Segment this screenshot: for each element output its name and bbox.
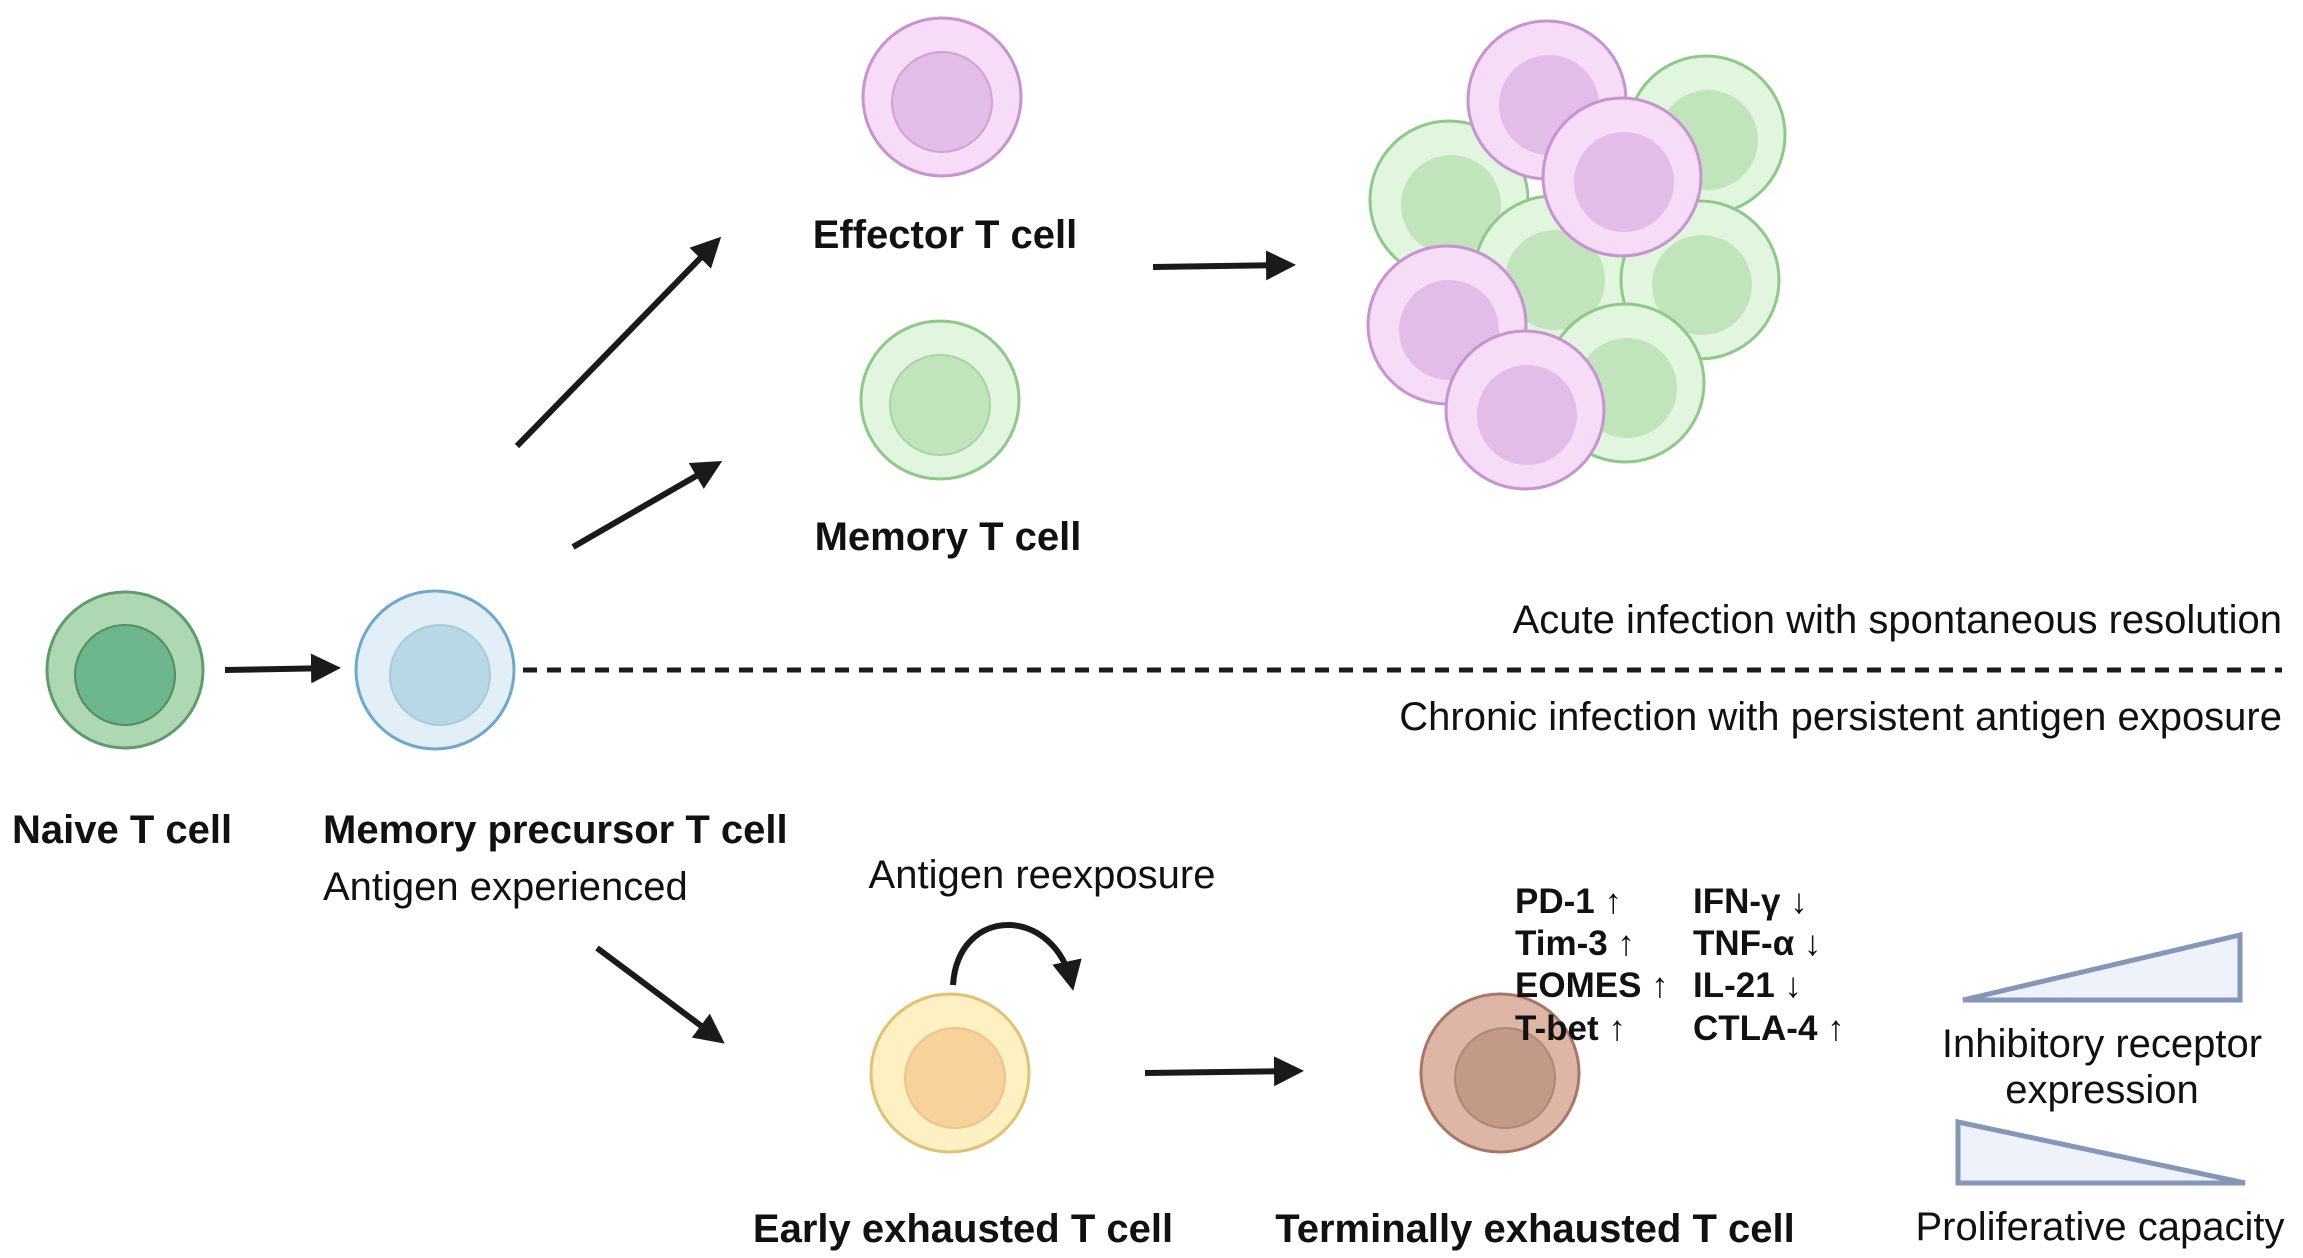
- early-exhausted-label: Early exhausted T cell: [753, 1207, 1173, 1251]
- inhibitory-label-line2: expression: [2005, 1068, 2198, 1112]
- acute-infection-label: Acute infection with spontaneous resolut…: [1513, 598, 2282, 642]
- proliferative-label: Proliferative capacity: [1915, 1205, 2284, 1249]
- inhibitory-label-line1: Inhibitory receptor: [1942, 1022, 2262, 1066]
- marker-tbet: T-bet ↑: [1515, 1009, 1626, 1048]
- memory-label: Memory T cell: [815, 515, 1082, 559]
- proliferative-capacity-wedge: [1955, 1118, 2246, 1186]
- memory-precursor-label: Memory precursor T cell: [323, 808, 788, 852]
- arrow-naive-to-precursor: [224, 653, 341, 684]
- early-exhausted-t-cell: [869, 992, 1031, 1154]
- terminally-exhausted-label: Terminally exhausted T cell: [1275, 1207, 1794, 1251]
- naive-label: Naive T cell: [12, 808, 232, 852]
- memory-precursor-t-cell: [354, 589, 516, 751]
- arrow-early-to-terminal: [1144, 1056, 1304, 1087]
- effector-t-cell: [861, 16, 1023, 178]
- marker-tim3: Tim-3 ↑: [1515, 924, 1635, 963]
- antigen-reexposure-label: Antigen reexposure: [869, 853, 1216, 897]
- marker-eomes: EOMES ↑: [1515, 966, 1669, 1005]
- antigen-reexposure-loop-arrow: [950, 922, 1082, 991]
- marker-il21: IL-21 ↓: [1693, 966, 1802, 1005]
- memory-t-cell: [859, 319, 1021, 481]
- chronic-infection-label: Chronic infection with persistent antige…: [1399, 695, 2282, 739]
- arrow-precursor-to-effector: [514, 236, 722, 449]
- marker-tnfa: TNF-α ↓: [1693, 924, 1821, 963]
- inhibitory-receptor-wedge: [1962, 931, 2243, 1003]
- antigen-experienced-label: Antigen experienced: [323, 865, 688, 909]
- cell-cluster: [1366, 19, 1787, 491]
- marker-ifng: IFN-γ ↓: [1693, 882, 1808, 921]
- naive-t-cell: [45, 590, 205, 750]
- marker-ctla4: CTLA-4 ↑: [1693, 1009, 1845, 1048]
- arrow-precursor-to-early-exhausted: [595, 945, 725, 1044]
- terminally-exhausted-t-cell: [1419, 992, 1581, 1154]
- effector-label: Effector T cell: [813, 213, 1078, 257]
- marker-pd1: PD-1 ↑: [1515, 882, 1622, 921]
- arrow-effector-to-cluster: [1152, 250, 1296, 281]
- arrow-precursor-to-memory: [571, 461, 723, 550]
